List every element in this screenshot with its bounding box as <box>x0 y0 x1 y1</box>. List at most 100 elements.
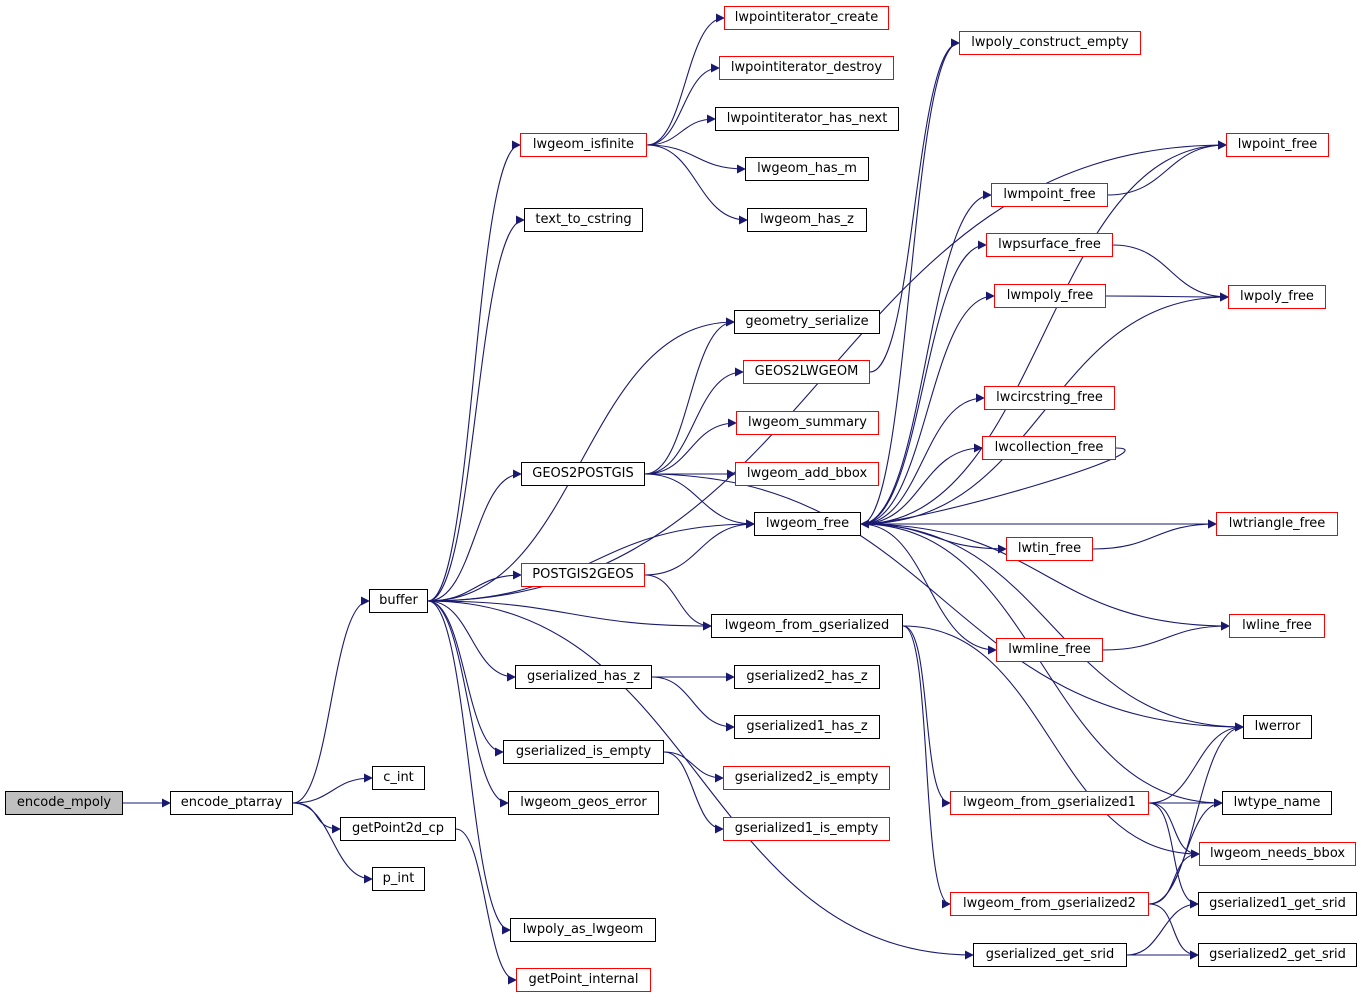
edge-lwgeom_isfinite-to-lwgeom_has_z <box>646 144 748 225</box>
edge-lwtin_free-to-lwtriangle_free <box>1092 519 1217 550</box>
edge-lwgeom_free-to-lwcircstring_free <box>860 393 985 525</box>
edge-buffer-to-text_to_cstring <box>427 215 525 602</box>
node-geos2postgis[interactable]: GEOS2POSTGIS <box>521 462 645 486</box>
edge-lwgeom_isfinite-to-lwpointiterator_destroy <box>646 63 720 146</box>
node-gserialized-get-srid[interactable]: gserialized_get_srid <box>973 943 1127 967</box>
node-p-int[interactable]: p_int <box>372 867 425 891</box>
node-gserialized-is-empty[interactable]: gserialized_is_empty <box>503 740 664 764</box>
node-lwgeom-free[interactable]: lwgeom_free <box>754 512 861 536</box>
edge-encode_ptarray-to-p_int <box>292 802 373 884</box>
node-lwgeom-from-gserialized2[interactable]: lwgeom_from_gserialized2 <box>950 892 1149 916</box>
node-c-int[interactable]: c_int <box>372 766 425 790</box>
node-encode-mpoly: encode_mpoly <box>5 791 123 815</box>
edge-lwgeom_from_gserialized1-to-lwerror <box>1148 722 1244 804</box>
node-lwgeom-needs-bbox[interactable]: lwgeom_needs_bbox <box>1199 842 1356 866</box>
node-gserialized2-get-srid[interactable]: gserialized2_get_srid <box>1198 943 1357 967</box>
node-lwgeom-add-bbox[interactable]: lwgeom_add_bbox <box>735 462 879 486</box>
node-lwtriangle-free[interactable]: lwtriangle_free <box>1216 512 1338 536</box>
edge-lwgeom_free-to-lwpsurface_free <box>860 240 987 525</box>
edge-GEOS2POSTGIS-to-lwgeom_free <box>644 473 755 529</box>
node-gserialized1-is-empty[interactable]: gserialized1_is_empty <box>723 817 890 841</box>
edge-buffer-to-lwgeom_geos_error <box>427 600 509 808</box>
edge-buffer-to-geometry_serialize <box>427 317 735 602</box>
edge-encode_ptarray-to-c_int <box>292 773 373 804</box>
edge-lwgeom_from_gserialized1-to-gserialized1_get_srid <box>1148 802 1199 909</box>
edge-lwcollection_free-to-lwgeom_free <box>860 447 1126 529</box>
edge-lwgeom_from_gserialized2-to-lwtype_name <box>1148 798 1223 905</box>
node-lwmpoly-free[interactable]: lwmpoly_free <box>994 284 1106 308</box>
node-lwpointiterator-destroy[interactable]: lwpointiterator_destroy <box>719 56 894 80</box>
edge-GEOS2LWGEOM-to-lwpoly_construct_empty <box>869 38 960 373</box>
node-lwcircstring-free[interactable]: lwcircstring_free <box>984 386 1115 410</box>
edge-buffer-to-gserialized_has_z <box>427 600 516 682</box>
edge-lwgeom_from_gserialized-to-lwgeom_from_gserialized2 <box>902 625 951 909</box>
node-buffer[interactable]: buffer <box>369 589 428 613</box>
edge-lwgeom_isfinite-to-lwpointiterator_has_next <box>646 114 716 146</box>
node-lwpoly-construct-empty[interactable]: lwpoly_construct_empty <box>959 31 1141 55</box>
edge-gserialized_has_z-to-gserialized1_has_z <box>651 676 735 732</box>
node-lwtype-name[interactable]: lwtype_name <box>1222 791 1332 815</box>
edge-buffer-to-lwgeom_isfinite <box>427 140 521 602</box>
node-gserialized2-is-empty[interactable]: gserialized2_is_empty <box>723 766 890 790</box>
node-lwpoly-as-lwgeom[interactable]: lwpoly_as_lwgeom <box>510 918 656 942</box>
node-lwcollection-free[interactable]: lwcollection_free <box>982 436 1116 460</box>
edge-lwgeom_free-to-lwcollection_free <box>860 443 983 525</box>
node-geometry-serialize[interactable]: geometry_serialize <box>734 310 880 334</box>
edge-gserialized_is_empty-to-gserialized2_is_empty <box>663 751 724 783</box>
node-lwpoly-free[interactable]: lwpoly_free <box>1228 285 1326 309</box>
node-gserialized1-has-z[interactable]: gserialized1_has_z <box>734 715 880 739</box>
edge-lwgeom_from_gserialized-to-lwgeom_from_gserialized1 <box>902 625 951 808</box>
edge-gserialized_is_empty-to-gserialized1_is_empty <box>663 751 724 834</box>
node-lwpsurface-free[interactable]: lwpsurface_free <box>986 233 1113 257</box>
node-lwgeom-has-z[interactable]: lwgeom_has_z <box>747 208 867 232</box>
node-geos2lwgeom[interactable]: GEOS2LWGEOM <box>743 360 870 384</box>
edge-lwmpoint_free-to-lwpoint_free <box>1107 140 1227 196</box>
node-lwgeom-geos-error[interactable]: lwgeom_geos_error <box>508 791 659 815</box>
node-lwmpoint-free[interactable]: lwmpoint_free <box>991 183 1108 207</box>
node-encode-ptarray[interactable]: encode_ptarray <box>170 791 293 815</box>
node-lwgeom-has-m[interactable]: lwgeom_has_m <box>745 157 869 181</box>
edge-lwgeom_from_gserialized2-to-lwgeom_needs_bbox <box>1148 849 1200 905</box>
edge-lwgeom_free-to-lwerror <box>860 523 1244 732</box>
edge-lwgeom_free-to-lwmpoly_free <box>860 291 995 525</box>
node-postgis2geos[interactable]: POSTGIS2GEOS <box>521 563 645 587</box>
edge-gserialized_get_srid-to-gserialized1_get_srid <box>1126 899 1199 956</box>
node-lwtin-free[interactable]: lwtin_free <box>1006 537 1093 561</box>
edge-getPoint2d_cp-to-getPoint_internal <box>455 828 517 985</box>
node-gserialized-has-z[interactable]: gserialized_has_z <box>515 665 652 689</box>
edge-lwgeom_free-to-lwmpoint_free <box>860 190 992 525</box>
edge-GEOS2POSTGIS-to-lwgeom_summary <box>644 418 737 475</box>
edge-lwgeom_free-to-lwpoint_free <box>860 140 1227 525</box>
node-getpoint-internal[interactable]: getPoint_internal <box>516 968 651 992</box>
node-lwpointiterator-has-next[interactable]: lwpointiterator_has_next <box>715 107 899 131</box>
node-lwpointiterator-create[interactable]: lwpointiterator_create <box>724 6 889 30</box>
edge-lwgeom_from_gserialized2-to-gserialized2_get_srid <box>1148 903 1199 960</box>
node-lwmline-free[interactable]: lwmline_free <box>996 638 1103 662</box>
node-lwgeom-isfinite[interactable]: lwgeom_isfinite <box>520 133 647 157</box>
node-lwgeom-from-gserialized1[interactable]: lwgeom_from_gserialized1 <box>950 791 1149 815</box>
edge-buffer-to-gserialized_get_srid <box>427 600 974 960</box>
node-getpoint2d-cp[interactable]: getPoint2d_cp <box>340 817 456 841</box>
node-lwgeom-summary[interactable]: lwgeom_summary <box>736 411 879 435</box>
edge-buffer-to-POSTGIS2GEOS <box>427 570 522 602</box>
edge-GEOS2POSTGIS-to-GEOS2LWGEOM <box>644 367 744 475</box>
edge-lwgeom_from_gserialized1-to-lwgeom_needs_bbox <box>1148 802 1200 859</box>
edge-lwmpoly_free-to-lwpoly_free <box>1105 292 1229 302</box>
edge-encode_ptarray-to-getPoint2d_cp <box>292 802 341 834</box>
node-lwerror[interactable]: lwerror <box>1243 715 1312 739</box>
node-lwline-free[interactable]: lwline_free <box>1229 614 1325 638</box>
edge-GEOS2POSTGIS-to-geometry_serialize <box>644 317 735 475</box>
edge-lwgeom_free-to-lwpoly_free <box>860 292 1229 525</box>
node-lwpoint-free[interactable]: lwpoint_free <box>1226 133 1329 157</box>
node-text-to-cstring[interactable]: text_to_cstring <box>524 208 643 232</box>
edge-lwgeom_isfinite-to-lwgeom_has_m <box>646 144 746 174</box>
edge-POSTGIS2GEOS-to-lwgeom_from_gserialized <box>644 574 712 631</box>
node-gserialized1-get-srid[interactable]: gserialized1_get_srid <box>1198 892 1357 916</box>
node-lwgeom-from-gserialized[interactable]: lwgeom_from_gserialized <box>711 614 903 638</box>
edge-buffer-to-gserialized_is_empty <box>427 600 504 757</box>
node-gserialized2-has-z[interactable]: gserialized2_has_z <box>734 665 880 689</box>
edge-lwgeom_free-to-lwmline_free <box>860 523 997 655</box>
edge-lwgeom_free-to-lwpoly_construct_empty <box>860 38 960 525</box>
edge-buffer-to-lwpoly_as_lwgeom <box>427 600 511 935</box>
